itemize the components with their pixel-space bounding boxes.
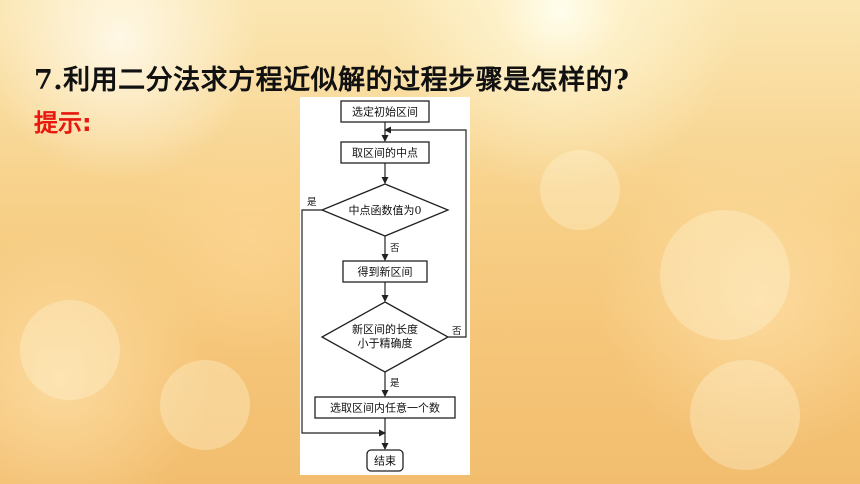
step-new-interval-text: 得到新区间 — [358, 265, 413, 279]
question-text: 7.利用二分法求方程近似解的过程步骤是怎样的? — [34, 65, 630, 96]
decision-length-line1: 新区间的长度 — [352, 322, 418, 336]
bokeh-light — [660, 210, 790, 340]
hint-label: 提示: — [34, 109, 92, 137]
label-yes-1: 是 — [307, 197, 317, 208]
step-end-text: 结束 — [374, 455, 396, 468]
step-end-box — [366, 449, 404, 472]
step-midpoint-text: 取区间的中点 — [352, 146, 418, 160]
bokeh-light — [690, 360, 800, 470]
loop-back-line — [384, 126, 467, 338]
decision-midpoint-zero-text: 中点函数值为0 — [349, 204, 422, 217]
flowchart-svg: 选定初始区间 取区间的中点 中点函数值为0 得到新区间 新区间的长度 小于精确度… — [301, 100, 467, 472]
yes-branch-line — [301, 209, 386, 437]
label-no-2: 否 — [452, 326, 462, 337]
step-pick-number-text: 选取区间内任意一个数 — [330, 401, 440, 415]
bokeh-light — [20, 300, 120, 400]
bisection-flowchart: 选定初始区间 取区间的中点 中点函数值为0 得到新区间 新区间的长度 小于精确度… — [300, 97, 470, 475]
bokeh-light — [540, 150, 620, 230]
decision-length-line2: 小于精确度 — [358, 336, 413, 350]
label-yes-2: 是 — [390, 378, 400, 389]
label-no-1: 否 — [390, 243, 400, 254]
step-select-interval-text: 选定初始区间 — [352, 105, 418, 119]
bokeh-light — [160, 360, 250, 450]
